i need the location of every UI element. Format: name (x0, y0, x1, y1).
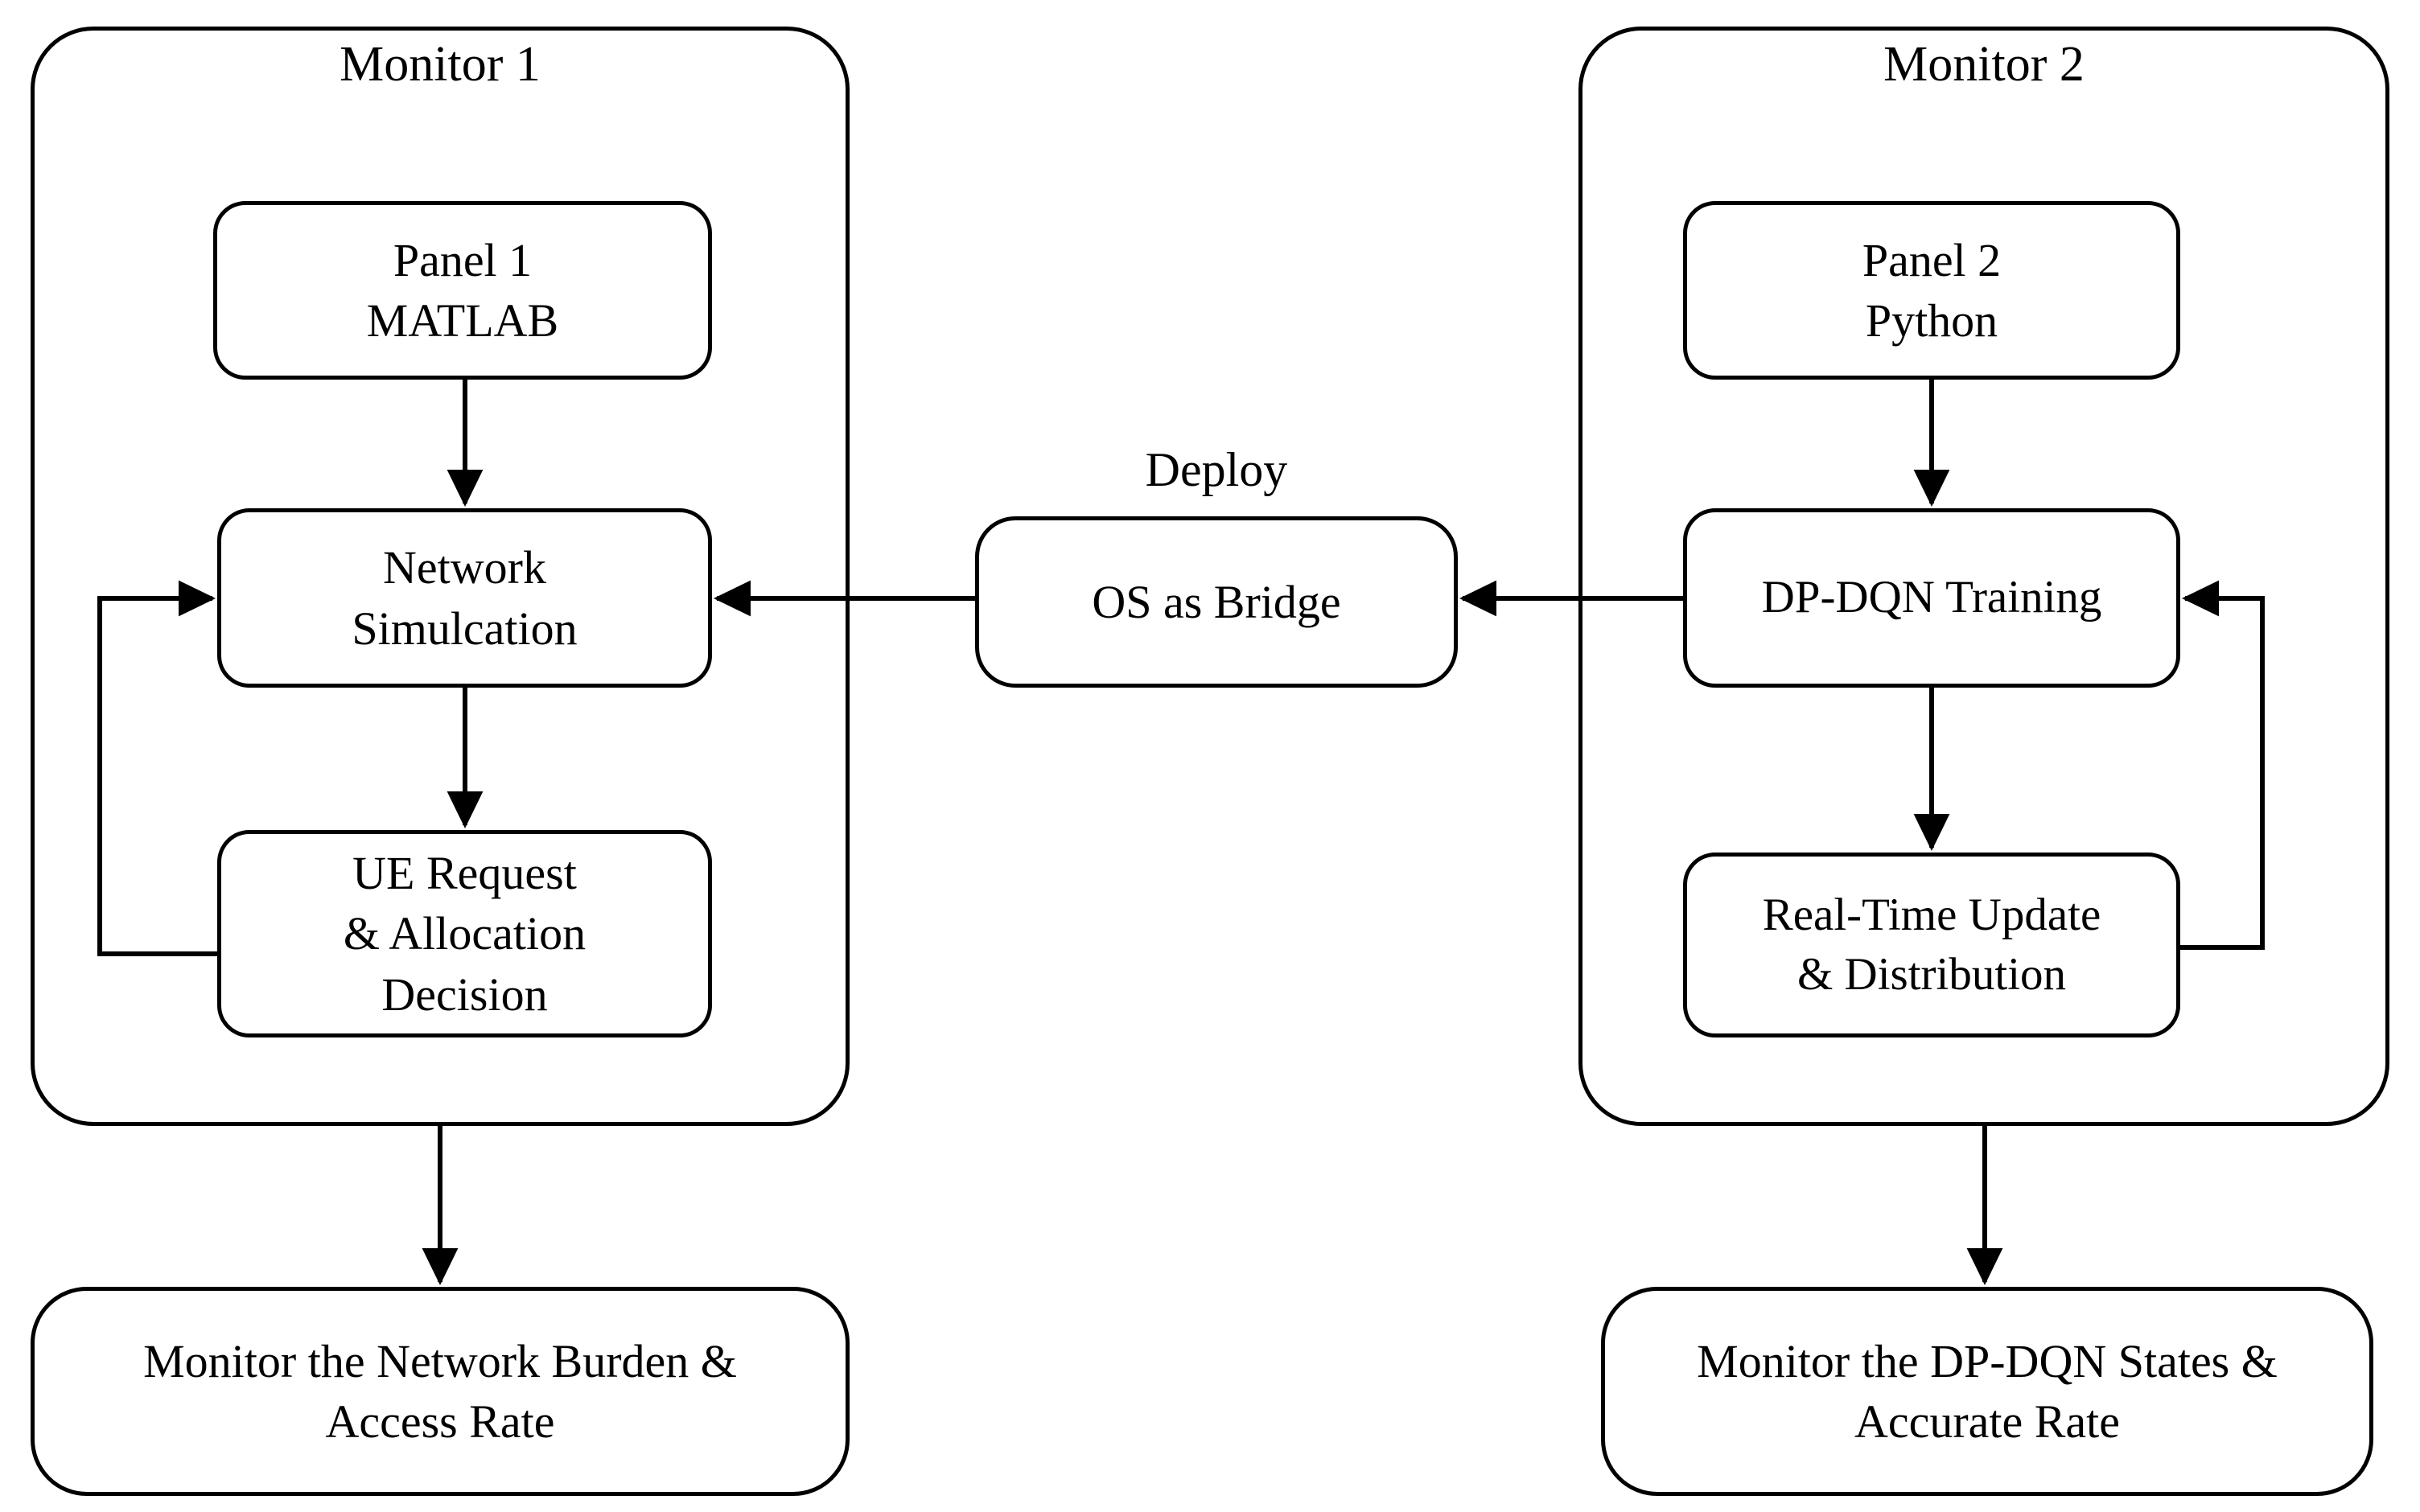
node-panel2-line1: Panel 2 (1862, 233, 2002, 286)
node-monitor2-output-line1: Monitor the DP-DQN States & (1697, 1334, 2278, 1387)
node-ue-request[interactable]: UE Request & Allocation Decision (217, 830, 712, 1037)
node-monitor2-output-line2: Accurate Rate (1854, 1395, 2121, 1448)
node-monitor1-output-line1: Monitor the Network Burden & (143, 1334, 737, 1387)
node-panel1-line1: Panel 1 (393, 233, 533, 286)
node-monitor2-output[interactable]: Monitor the DP-DQN States & Accurate Rat… (1601, 1287, 2373, 1496)
node-panel1-line2: MATLAB (366, 294, 559, 347)
node-dp-dqn-training[interactable]: DP-DQN Training (1683, 508, 2180, 688)
node-realtime-update-line1: Real-Time Update (1762, 889, 2101, 940)
node-os-bridge[interactable]: OS as Bridge (975, 516, 1458, 688)
node-realtime-update[interactable]: Real-Time Update & Distribution (1683, 853, 2180, 1037)
node-ue-request-line3: Decision (381, 968, 548, 1021)
monitor2-heading: Monitor 2 (1883, 37, 2085, 92)
node-panel2-line2: Python (1865, 294, 1998, 347)
node-monitor1-output-line2: Access Rate (325, 1395, 555, 1448)
node-dp-dqn-training-line1: DP-DQN Training (1761, 572, 2102, 623)
monitor1-container (31, 27, 850, 1126)
node-network-simulation[interactable]: Network Simulcation (217, 508, 712, 688)
node-network-simulation-line2: Simulcation (352, 602, 578, 655)
node-os-bridge-line1: OS as Bridge (1092, 575, 1341, 628)
node-panel2[interactable]: Panel 2 Python (1683, 201, 2180, 380)
node-ue-request-line2: & Allocation (343, 907, 586, 960)
monitor2-container (1578, 27, 2389, 1126)
node-network-simulation-line1: Network (383, 541, 546, 594)
node-monitor1-output[interactable]: Monitor the Network Burden & Access Rate (31, 1287, 850, 1496)
node-ue-request-line1: UE Request (352, 846, 577, 899)
node-realtime-update-line2: & Distribution (1796, 949, 2067, 1000)
node-panel1[interactable]: Panel 1 MATLAB (213, 201, 712, 380)
monitor1-heading: Monitor 1 (340, 37, 541, 92)
deploy-label: Deploy (1145, 443, 1288, 496)
